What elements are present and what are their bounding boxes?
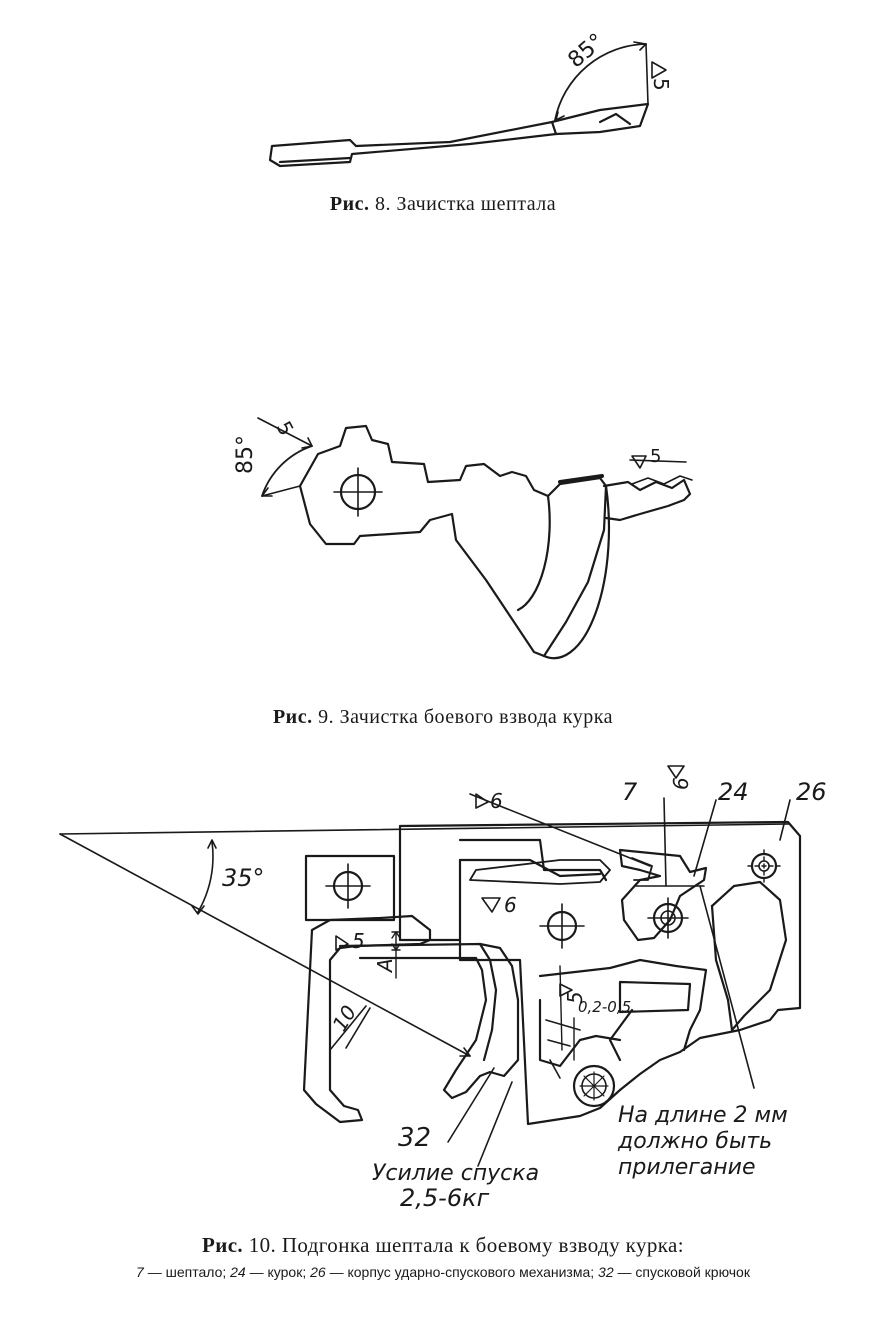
fig9-roughness-right-label: 5 xyxy=(650,446,661,467)
legend-24-number: 24 xyxy=(230,1264,246,1280)
legend-26-text: — корпус ударно-спускового механизма; xyxy=(329,1264,595,1280)
fig9-caption-text: Зачистка боевого взвода курка xyxy=(339,706,614,728)
fig8-caption-number: 8. xyxy=(374,193,391,215)
fig10-roughness-6c: 6 xyxy=(669,777,693,790)
legend-32-number: 32 xyxy=(598,1264,614,1280)
fig8-roughness-label: 5 xyxy=(649,78,673,91)
fig10-label-26: 26 xyxy=(796,778,827,806)
fig10-angle-label: 35° xyxy=(222,864,265,892)
fig10-labels: 35° 7 24 26 32 6 6 6 5 5 А 10 0,2-0,5 На… xyxy=(222,777,827,1212)
fig10-note-line2: должно быть xyxy=(617,1129,772,1154)
fig9-caption: Рис. 9. Зачистка боевого взвода курка xyxy=(0,706,886,729)
fig10-note-line3: прилегание xyxy=(618,1155,756,1180)
fig10-force-line1: Усилие спуска xyxy=(372,1161,539,1186)
fig10-roughness-6a: 6 xyxy=(490,789,503,813)
fig9-hammer-drawing xyxy=(257,417,693,660)
fig10-force-line2: 2,5-6кг xyxy=(400,1184,490,1212)
fig10-caption-number: 10. xyxy=(248,1233,277,1257)
fig10-assembly-drawing xyxy=(59,765,802,1167)
fig9-labels: 85° 5 5 xyxy=(233,417,661,474)
fig10-label-A: А xyxy=(373,958,397,974)
fig9-caption-number: 9. xyxy=(318,706,335,728)
fig10-roughness-5b: 5 xyxy=(563,991,587,1004)
fig10-roughness-5a: 5 xyxy=(352,929,365,953)
legend-7-text: — шептало; xyxy=(147,1264,227,1280)
fig8-labels: 85° 5 xyxy=(563,29,673,91)
fig10-caption: Рис. 10. Подгонка шептала к боевому взво… xyxy=(0,1233,886,1258)
fig8-angle-label: 85° xyxy=(563,29,609,73)
fig10-gap-label: 0,2-0,5 xyxy=(578,998,631,1016)
fig9-caption-prefix: Рис. xyxy=(272,706,313,728)
fig10-caption-text: Подгонка шептала к боевому взводу курка: xyxy=(281,1233,684,1257)
fig10-label-32: 32 xyxy=(398,1123,431,1153)
fig10-label-24: 24 xyxy=(718,778,749,806)
fig10-caption-prefix: Рис. xyxy=(201,1233,244,1257)
fig8-sear-drawing xyxy=(268,41,667,168)
legend-26-number: 26 xyxy=(310,1264,326,1280)
fig8-caption: Рис. 8. Зачистка шептала xyxy=(0,193,886,216)
fig10-label-7: 7 xyxy=(622,778,638,806)
legend-7-number: 7 xyxy=(136,1264,144,1280)
legend-24-text: — курок; xyxy=(249,1264,307,1280)
fig10-roughness-6b: 6 xyxy=(504,893,517,917)
fig8-caption-text: Зачистка шептала xyxy=(396,193,557,215)
legend-32-text: — спусковой крючок xyxy=(617,1264,750,1280)
fig10-note-line1: На длине 2 мм xyxy=(618,1103,788,1128)
fig8-caption-prefix: Рис. xyxy=(329,193,370,215)
fig9-angle-label: 85° xyxy=(233,435,258,474)
fig10-legend: 7 — шептало; 24 — курок; 26 — корпус уда… xyxy=(40,1264,846,1281)
